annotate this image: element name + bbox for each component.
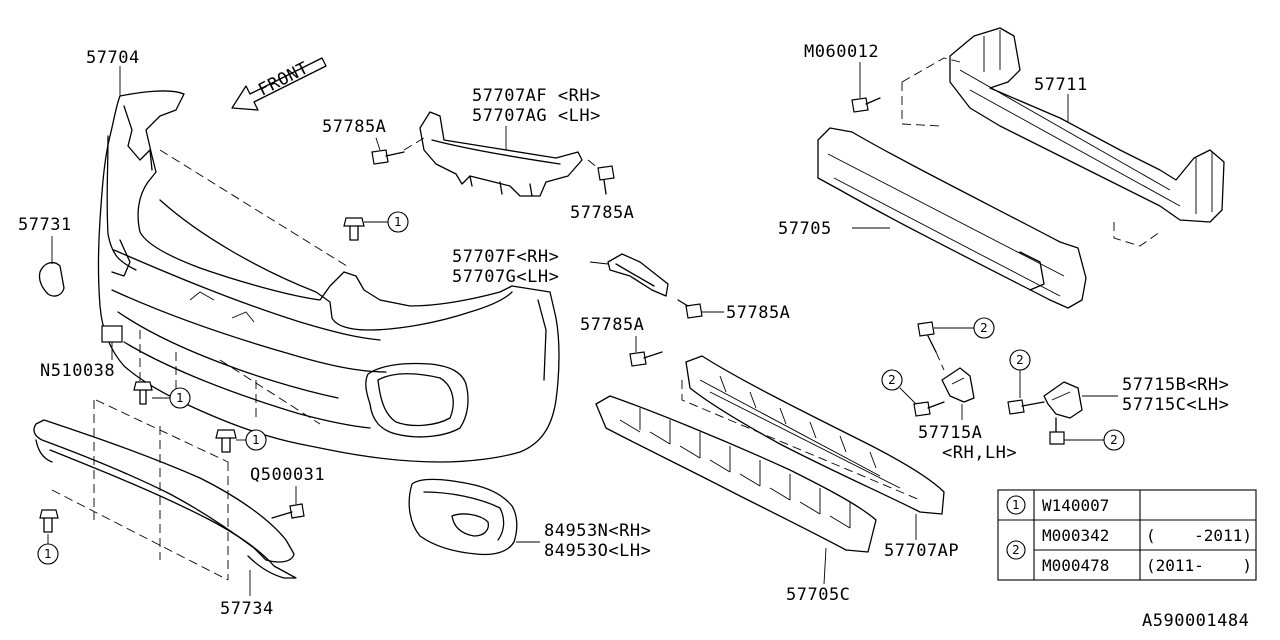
- legend-range-M000478: (2011- ): [1146, 556, 1252, 575]
- bolt-ref-2-bottom: 2: [1049, 417, 1125, 451]
- bolt-ref-2-left: 2: [881, 369, 945, 417]
- svg-text:2: 2: [980, 321, 988, 335]
- front-label: FRONT: [255, 58, 312, 100]
- beam-57705: 57705: [778, 127, 1087, 309]
- legend-part-W140007: W140007: [1042, 496, 1109, 515]
- svg-text:2: 2: [1110, 433, 1118, 447]
- part-N510038: N510038: [40, 325, 123, 381]
- callout-N510038: N510038: [40, 361, 115, 381]
- lower-grille-57734: 57734: [33, 419, 297, 619]
- callout-M060012: M060012: [804, 42, 879, 62]
- front-bumper-face: 57704: [86, 48, 560, 463]
- bolt-57785A-lower: 57785A: [580, 315, 663, 367]
- callout-57711: 57711: [1034, 75, 1088, 95]
- bolt-57785A-tl: 57785A: [322, 117, 425, 165]
- diagram-ref-code: A590001484: [1142, 611, 1249, 631]
- callout-57705: 57705: [778, 219, 832, 239]
- callout-57707G: 57707G<LH>: [452, 267, 559, 287]
- callout-57731: 57731: [18, 215, 72, 235]
- callout-57704: 57704: [86, 48, 140, 68]
- projection-line: [681, 380, 921, 501]
- svg-text:1: 1: [44, 547, 52, 561]
- clip-ref-1-lower: 1: [133, 381, 191, 409]
- bolt-M060012: M060012: [804, 42, 881, 113]
- bolt-57785A-tr: 57785A: [570, 159, 634, 223]
- svg-text:1: 1: [394, 215, 402, 229]
- projection-line: [51, 399, 229, 581]
- callout-57785A-mid: 57785A: [726, 303, 790, 323]
- legend-mark-1: 1: [1012, 498, 1020, 512]
- callout-57734: 57734: [220, 599, 274, 619]
- screw-Q500031: Q500031: [250, 465, 325, 519]
- svg-text:1: 1: [252, 433, 260, 447]
- callout-57707AP: 57707AP: [884, 541, 959, 561]
- legend-range-M000342: ( -2011): [1146, 526, 1252, 545]
- callout-57705C: 57705C: [786, 585, 850, 605]
- svg-text:1: 1: [176, 391, 184, 405]
- bracket-57707F-G: 57707F<RH> 57707G<LH>: [452, 247, 669, 297]
- bolt-ref-2-right: 2: [1007, 349, 1045, 415]
- projection-line: [159, 149, 351, 269]
- callout-57785A-lower: 57785A: [580, 315, 644, 335]
- bolt-57785A-mid: 57785A: [677, 299, 790, 323]
- svg-text:2: 2: [1016, 353, 1024, 367]
- callout-Q500031: Q500031: [250, 465, 325, 485]
- legend-part-M000342: M000342: [1042, 526, 1109, 545]
- projection-line: [139, 330, 321, 425]
- bracket-57715A: 57715A <RH,LH>: [918, 367, 1017, 463]
- fog-cover-84953: 84953N<RH> 84953O<LH>: [408, 478, 651, 561]
- bracket-57715B-C: 57715B<RH> 57715C<LH>: [1043, 375, 1229, 419]
- clip-ref-1-grille: 1: [215, 429, 267, 453]
- callout-57707AG: 57707AG <LH>: [472, 106, 601, 126]
- callout-57707F: 57707F<RH>: [452, 247, 559, 267]
- part-57731: 57731: [18, 215, 72, 297]
- clip-ref-1-upper: 1: [343, 211, 409, 241]
- lower-reinforcement-57705C: 57705C: [595, 395, 877, 605]
- bolt-ref-2-top: 2: [917, 317, 995, 371]
- callout-84953O: 84953O<LH>: [544, 541, 651, 561]
- legend-mark-2: 2: [1012, 543, 1020, 557]
- absorber-57707AP: 57707AP: [685, 355, 959, 561]
- callout-84953N: 84953N<RH>: [544, 521, 651, 541]
- clip-ref-1-bottom: 1: [37, 509, 59, 565]
- reinforcement-57711: 57711: [901, 27, 1225, 247]
- svg-text:2: 2: [888, 373, 896, 387]
- callout-57715A-side: <RH,LH>: [942, 443, 1017, 463]
- callout-57785A-tr: 57785A: [570, 203, 634, 223]
- fastener-legend-table: 1 2 W140007 M000342 ( -2011) M000478 (20…: [997, 489, 1257, 581]
- front-arrow: FRONT: [231, 57, 327, 111]
- callout-57785A-tl: 57785A: [322, 117, 386, 137]
- callout-57715C: 57715C<LH>: [1122, 395, 1229, 415]
- callout-57707AF: 57707AF <RH>: [472, 86, 601, 106]
- callout-57715A: 57715A: [918, 423, 982, 443]
- callout-57715B: 57715B<RH>: [1122, 375, 1229, 395]
- bracket-57707AF-AG: 57707AF <RH> 57707AG <LH>: [419, 86, 601, 197]
- legend-part-M000478: M000478: [1042, 556, 1109, 575]
